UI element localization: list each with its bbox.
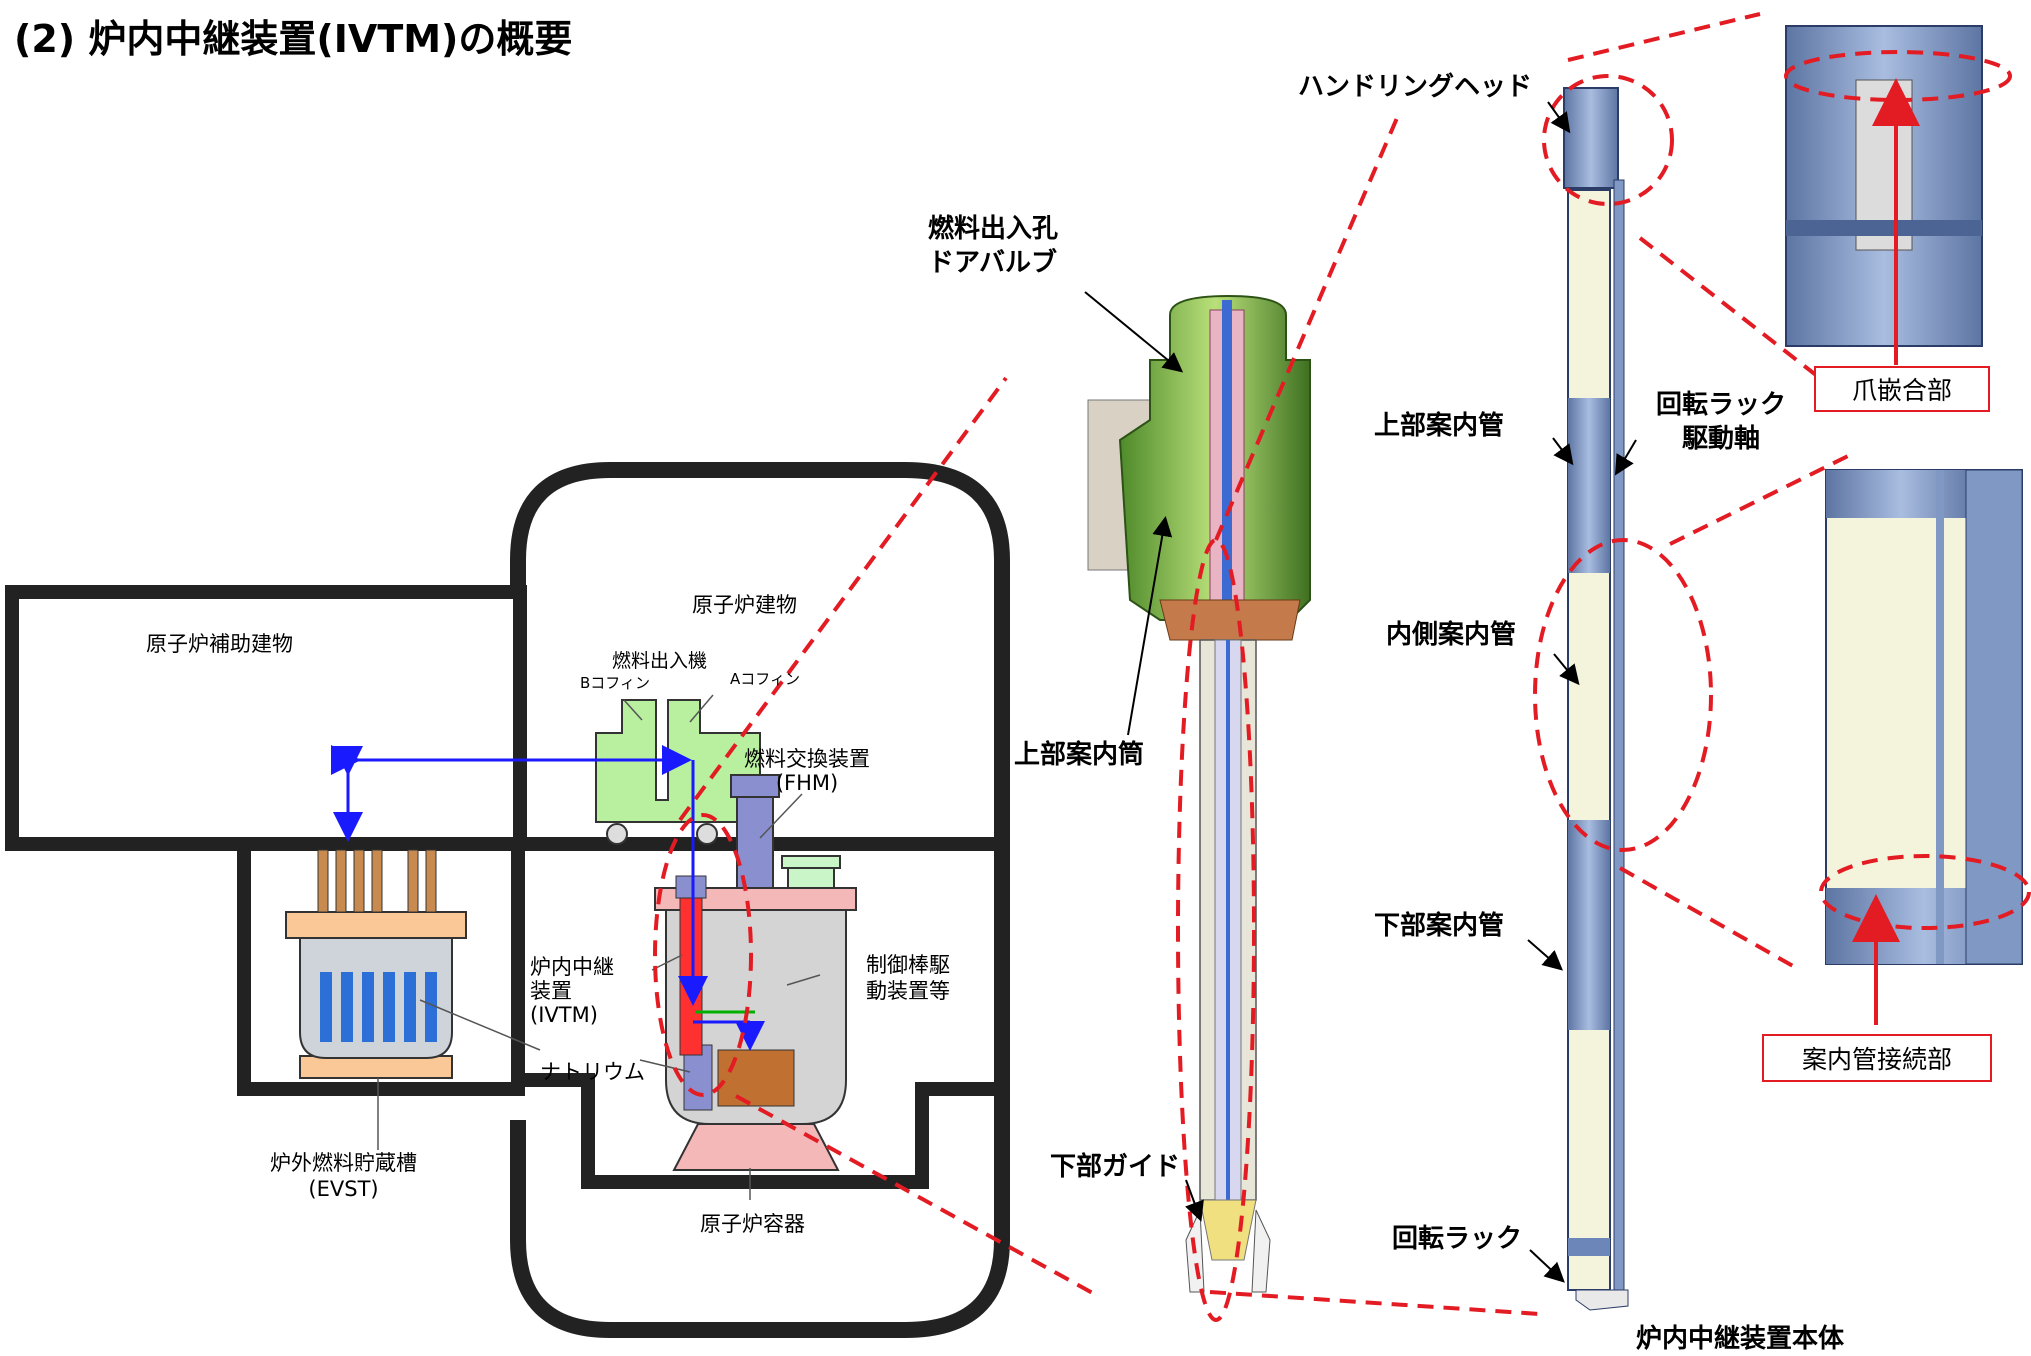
label-fuel-transfer-machine: 燃料出入機	[612, 650, 708, 672]
label-sodium: ナトリウム	[540, 1060, 645, 1084]
ivtm-body-drawing	[1563, 87, 1629, 1311]
label-lower-guide-tube: 下部案内管	[1374, 911, 1505, 941]
ivtm-assembly-cutaway	[1087, 294, 1311, 1293]
label-a-coffin: Aコフィン	[730, 670, 800, 688]
label-rotating-rack-shaft: 回転ラック 駆動軸	[1656, 390, 1787, 454]
evst-tank	[285, 849, 467, 1079]
page-title: (2) 炉内中継装置(IVTM)の概要	[14, 17, 573, 61]
fuel-transfer-machine	[595, 699, 761, 845]
callout-guide-tube-joint: 案内管接続部	[1762, 1034, 1992, 1082]
reactor-vessel	[654, 887, 857, 1171]
label-main-body: 炉内中継装置本体	[1636, 1324, 1845, 1354]
label-handling-head: ハンドリングヘッド	[1298, 72, 1533, 102]
label-upper-guide-cylinder: 上部案内筒	[1014, 740, 1145, 770]
label-lower-guide: 下部ガイド	[1050, 1152, 1181, 1182]
plant-cross-section	[5, 462, 1010, 1338]
joint-inset	[1825, 469, 2023, 965]
label-reactor-building: 原子炉建物	[692, 593, 797, 617]
label-inner-guide-tube: 内側案内管	[1386, 620, 1517, 650]
ivtm-column	[679, 894, 703, 1056]
label-evst: 炉外燃料貯蔵槽 (EVST)	[270, 1151, 417, 1201]
label-ivtm: 炉内中継 装置 (IVTM)	[530, 955, 614, 1027]
label-door-valve: 燃料出入孔 ドアバルブ	[928, 214, 1059, 278]
label-reactor-vessel: 原子炉容器	[700, 1212, 805, 1236]
reactor-building-outline	[510, 462, 1010, 1338]
claw-inset	[1785, 25, 1983, 347]
label-control-rod-drive: 制御棒駆 動装置等	[866, 953, 950, 1003]
label-upper-guide-tube: 上部案内管	[1374, 411, 1505, 441]
label-b-coffin: Bコフィン	[580, 674, 650, 692]
callout-claw-engagement: 爪嵌合部	[1814, 366, 1990, 412]
label-fhm: 燃料交換装置 (FHM)	[744, 747, 870, 795]
label-rotating-rack: 回転ラック	[1392, 1224, 1523, 1254]
label-aux-building: 原子炉補助建物	[146, 632, 293, 656]
zoom-indicators	[653, 12, 2031, 1322]
